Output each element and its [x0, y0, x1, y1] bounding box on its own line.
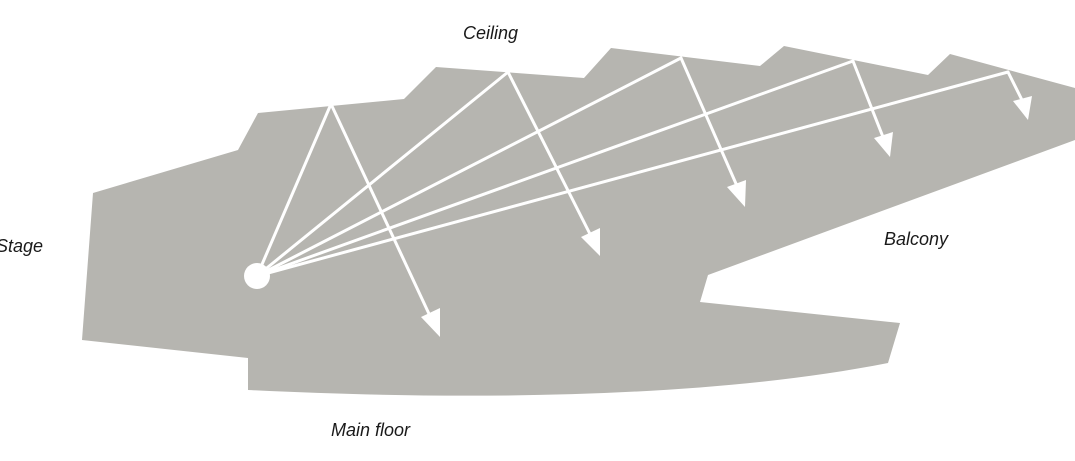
ray-to-ceiling-4	[255, 59, 855, 278]
reflected-ray-1	[329, 102, 432, 318]
ray-to-ceiling-2	[255, 70, 510, 278]
reflected-arrowhead-2	[581, 228, 600, 256]
ray-to-ceiling-5	[255, 70, 1010, 278]
hall-section	[82, 46, 1075, 396]
ceiling-label: Ceiling	[463, 23, 518, 43]
balcony-label: Balcony	[884, 229, 949, 249]
reflected-arrowhead-4	[874, 132, 893, 157]
reflected-arrowhead-5	[1013, 96, 1032, 120]
reflected-arrowhead-3	[727, 180, 746, 207]
main-floor-label: Main floor	[331, 420, 411, 440]
reflected-ray-2	[506, 70, 593, 238]
reflected-ray-5	[1006, 70, 1024, 102]
ray-to-ceiling-1	[255, 102, 333, 278]
reflected-ray-3	[679, 56, 739, 188]
stage-label: Stage	[0, 236, 43, 256]
ray-to-ceiling-3	[255, 56, 683, 278]
reflected-arrowhead-1	[421, 308, 440, 337]
reflected-ray-4	[851, 59, 885, 139]
